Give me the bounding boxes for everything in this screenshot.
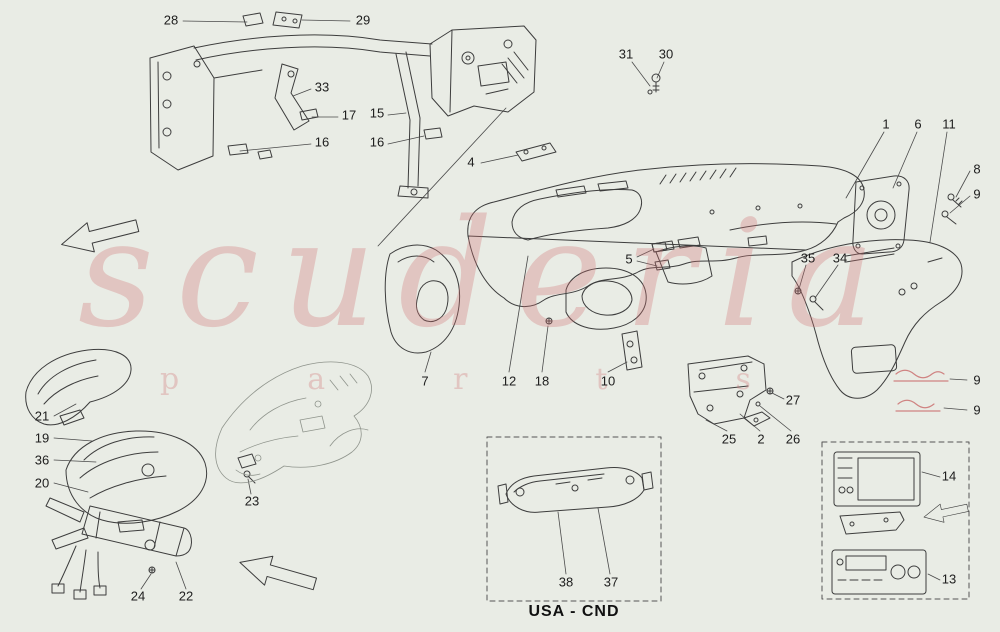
part-number-8: 8 [973, 161, 981, 177]
part-number-20: 20 [34, 475, 50, 491]
part-number-16: 16 [314, 134, 330, 150]
part-number-9: 9 [973, 372, 981, 388]
part-number-36: 36 [34, 452, 50, 468]
side-end-panel [384, 244, 461, 354]
part-number-30: 30 [658, 46, 674, 62]
part-number-4: 4 [467, 154, 475, 170]
part-number-5: 5 [625, 251, 633, 267]
part-number-11: 11 [942, 116, 956, 132]
part-number-19: 19 [34, 430, 50, 446]
part-number-15: 15 [369, 105, 385, 121]
part-number-1: 1 [882, 116, 890, 132]
region-code-label: USA - CND [528, 603, 620, 620]
crossbeam-assembly [149, 11, 537, 199]
lower-right-trim [651, 239, 963, 399]
part-number-16: 16 [369, 134, 385, 150]
center-support-bracket [621, 330, 774, 427]
part-number-25: 25 [721, 431, 737, 447]
part-number-24: 24 [130, 588, 146, 604]
part-number-27: 27 [785, 392, 801, 408]
part-number-33: 33 [314, 79, 330, 95]
view-arrow-bottom-left [239, 555, 317, 591]
leader-lines [53, 19, 971, 590]
part-number-18: 18 [534, 373, 550, 389]
part-number-22: 22 [178, 588, 194, 604]
part-number-13: 13 [941, 571, 957, 587]
part-number-14: 14 [941, 468, 957, 484]
fastener-30-31 [647, 73, 661, 95]
part-number-35: 35 [800, 250, 816, 266]
view-arrow-right-box [923, 503, 969, 523]
part-number-23: 23 [244, 493, 260, 509]
view-arrow-top-left [61, 219, 140, 253]
part-number-37: 37 [603, 574, 619, 590]
part-number-34: 34 [832, 250, 848, 266]
part-number-26: 26 [785, 431, 801, 447]
part-number-12: 12 [501, 373, 517, 389]
part-number-17: 17 [341, 107, 357, 123]
part-number-9: 9 [973, 402, 981, 418]
part-number-31: 31 [618, 46, 634, 62]
part-number-38: 38 [558, 574, 574, 590]
part-number-10: 10 [600, 373, 616, 389]
steering-column-assembly [25, 348, 257, 600]
part-number-21: 21 [34, 408, 50, 424]
ghost-structure-view [215, 361, 372, 484]
part-number-28: 28 [163, 12, 179, 28]
end-cap-and-screws [852, 175, 963, 255]
infotainment-variant-box [821, 441, 970, 600]
part-number-2: 2 [757, 431, 765, 447]
part-number-7: 7 [421, 373, 429, 389]
part-number-6: 6 [914, 116, 922, 132]
watermark-script-marks [893, 369, 949, 412]
usa-cnd-variant-box [486, 436, 662, 602]
part-number-29: 29 [355, 12, 371, 28]
part-number-9: 9 [973, 186, 981, 202]
